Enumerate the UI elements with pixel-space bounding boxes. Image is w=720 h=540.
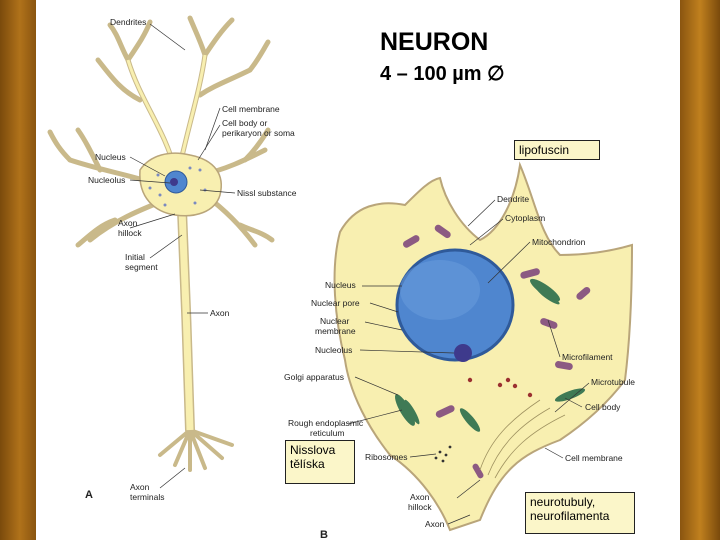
panel-b-labels: Dendrite Cytoplasm Mitochondrion Nucleus… [284,194,635,529]
label-nucleus: Nucleus [95,152,126,162]
neuron-a-nissl-dots [148,166,207,207]
label-terminals-1: Axon [130,482,150,492]
label-b-cytoplasm: Cytoplasm [505,213,545,223]
neuron-a-nucleus [164,170,188,194]
label-b-rer-2: reticulum [310,428,344,438]
label-b-nuclear-membrane-1: Nuclear [320,316,349,326]
label-b-nuclear-membrane-2: membrane [315,326,356,336]
label-b-nucleus: Nucleus [325,280,356,290]
nissl-text-1: Nisslova [290,443,336,457]
label-b-cell-body: Cell body [585,402,621,412]
panel-b-letter: B [320,529,328,540]
label-b-nuclear-pore: Nuclear pore [311,298,360,308]
panel-a-labels: Dendrites Cell membrane Cell body or per… [88,17,297,502]
lipofuscin-text: lipofuscin [519,143,570,157]
label-b-rer-1: Rough endoplasmic [288,418,364,428]
panel-a-leaders [129,23,236,489]
label-b-ribosomes: Ribosomes [365,452,408,462]
slide-title: NEURON [380,28,489,56]
label-initial-2: segment [125,262,158,272]
label-cell-body-1: Cell body or [222,118,268,128]
slide-subtitle: 4 – 100 µm ∅ [380,63,505,85]
label-axon: Axon [210,308,230,318]
label-b-axon-hillock-1: Axon [410,492,430,502]
label-nucleolus: Nucleolus [88,175,125,185]
label-dendrites: Dendrites [110,17,146,27]
panel-b-leaders [347,199,590,525]
label-b-microtubule: Microtubule [591,377,635,387]
label-cell-membrane: Cell membrane [222,104,280,114]
nissl-callout: Nisslova tělíska [285,440,355,484]
label-axon-hillock-2: hillock [118,228,142,238]
label-b-axon: Axon [425,519,445,529]
label-b-golgi: Golgi apparatus [284,372,344,382]
label-terminals-2: terminals [130,492,164,502]
neuro-text-1: neurotubuly, [530,495,596,509]
left-frame [0,0,36,540]
neurotubules-callout: neurotubuly, neurofilamenta [525,492,635,534]
nissl-text-2: tělíska [290,457,325,471]
label-axon-hillock-1: Axon [118,218,138,228]
lipofuscin-callout: lipofuscin [514,140,600,160]
neuron-a-fill [126,54,222,431]
label-cell-body-2: perikaryon or soma [222,128,295,138]
label-b-mitochondrion: Mitochondrion [532,237,586,247]
label-b-cell-membrane: Cell membrane [565,453,623,463]
label-b-axon-hillock-2: hillock [408,502,432,512]
neuron-b-nucleus [395,248,515,362]
panel-a-letter: A [85,489,93,501]
neuron-b-organelles [395,224,591,479]
label-b-nucleolus: Nucleolus [315,345,352,355]
label-initial-1: Initial [125,252,145,262]
neuro-text-2: neurofilamenta [530,509,610,523]
right-frame [680,0,720,540]
neuron-a-drawing [47,15,275,472]
label-b-microfilament: Microfilament [562,352,613,362]
label-b-dendrite: Dendrite [497,194,529,204]
label-nissl-substance: Nissl substance [237,188,297,198]
